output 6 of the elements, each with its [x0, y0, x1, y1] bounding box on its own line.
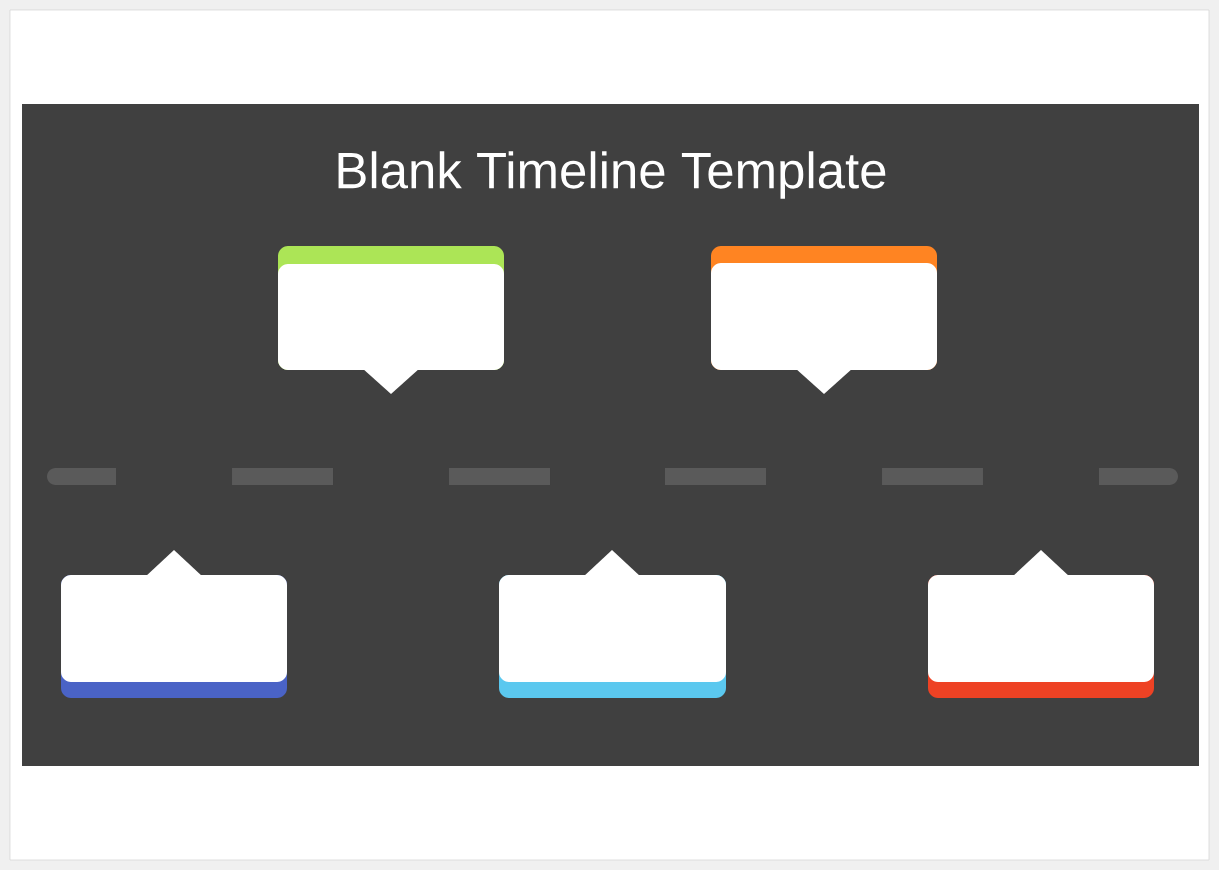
- callout-box: [278, 246, 504, 394]
- callout-box: [711, 246, 937, 394]
- callout-box: [928, 550, 1154, 698]
- callout-box: [499, 550, 726, 698]
- diagram-title: Blank Timeline Template: [338, 151, 886, 199]
- callout-box: [61, 550, 287, 698]
